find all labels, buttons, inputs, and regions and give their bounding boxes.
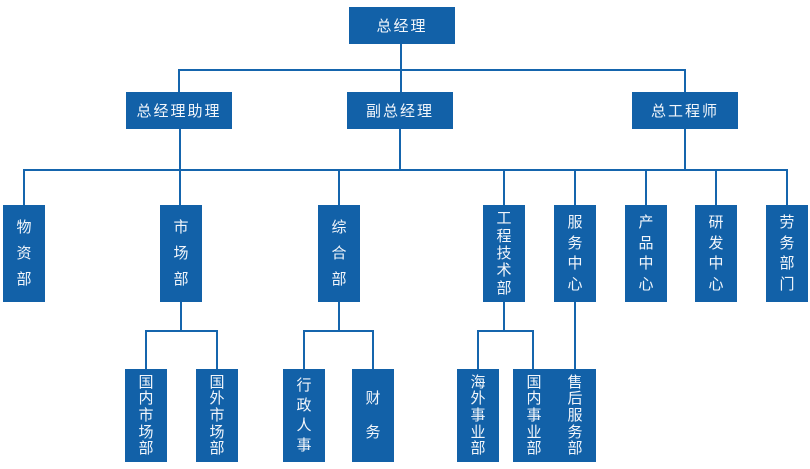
node-service-center: 服务中心: [554, 205, 596, 302]
connector-v: [684, 128, 686, 171]
node-finance-dept: 财务: [352, 369, 394, 462]
connector-h: [303, 330, 374, 332]
node-label: 市场部: [173, 219, 189, 288]
connector-v: [532, 330, 534, 370]
node-label: 劳务部门: [779, 213, 795, 294]
connector-v: [477, 330, 479, 370]
connector-v: [179, 128, 181, 206]
connector-v: [574, 169, 576, 206]
connector-h: [145, 330, 218, 332]
connector-v: [503, 300, 505, 332]
node-domestic-market-dept: 国内市场部: [125, 369, 167, 462]
node-label: 总工程师: [650, 103, 719, 120]
node-label: 综合部: [331, 219, 347, 288]
node-after-sales-service-dept: 售后服务部: [554, 369, 596, 462]
node-label: 研发中心: [708, 213, 724, 294]
node-general-affairs-dept: 综合部: [318, 205, 360, 302]
node-label: 总经理: [376, 18, 428, 35]
node-overseas-market-dept: 国外市场部: [196, 369, 238, 462]
node-label: 工程技术部: [496, 210, 512, 297]
connector-v: [372, 330, 374, 370]
node-gm-assistant: 总经理助理: [126, 92, 232, 129]
connector-v: [399, 128, 401, 171]
node-engineering-tech-dept: 工程技术部: [483, 205, 525, 302]
connector-v: [23, 169, 25, 206]
node-admin-hr-dept: 行政人事: [283, 369, 325, 462]
node-label: 海外事业部: [470, 373, 486, 458]
connector-v: [338, 169, 340, 206]
node-label: 总经理助理: [136, 103, 222, 120]
node-general-manager: 总经理: [349, 7, 455, 44]
node-materials-dept: 物资部: [3, 205, 45, 302]
node-deputy-gm: 副总经理: [347, 92, 453, 129]
connector-v: [645, 169, 647, 206]
connector-v: [178, 69, 180, 93]
connector-v: [338, 300, 340, 332]
connector-v: [145, 330, 147, 370]
connector-v: [503, 169, 505, 206]
node-marketing-dept: 市场部: [160, 205, 202, 302]
node-label: 国外市场部: [209, 373, 225, 458]
connector-v: [684, 69, 686, 93]
connector-v: [216, 330, 218, 370]
connector-h: [23, 169, 788, 171]
connector-v: [303, 330, 305, 370]
node-label: 行政人事: [296, 377, 312, 454]
node-label: 副总经理: [365, 103, 434, 120]
connector-v: [400, 43, 402, 93]
connector-v: [715, 169, 717, 206]
node-label: 物资部: [16, 219, 32, 288]
node-label: 售后服务部: [567, 373, 583, 458]
node-label: 国内事业部: [526, 373, 542, 458]
node-product-center: 产品中心: [625, 205, 667, 302]
node-label: 财务: [365, 390, 381, 441]
node-domestic-business-dept: 国内事业部: [513, 369, 555, 462]
connector-v: [180, 300, 182, 332]
node-label: 服务中心: [567, 213, 583, 294]
node-rd-center: 研发中心: [695, 205, 737, 302]
connector-v: [574, 300, 576, 370]
connector-v: [786, 169, 788, 206]
node-chief-engineer: 总工程师: [632, 92, 738, 129]
node-label: 国内市场部: [138, 373, 154, 458]
node-overseas-business-dept: 海外事业部: [457, 369, 499, 462]
node-label: 产品中心: [638, 213, 654, 294]
connector-h: [178, 69, 686, 71]
connector-h: [477, 330, 534, 332]
node-labor-services-dept: 劳务部门: [766, 205, 808, 302]
